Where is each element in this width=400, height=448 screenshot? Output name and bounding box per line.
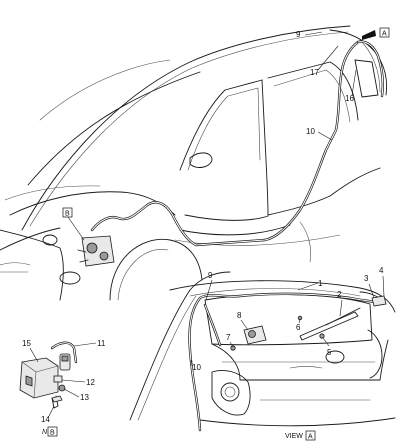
callout-7: 7 (226, 333, 231, 342)
upper-callouts: 9 17 16 10 (296, 30, 357, 141)
callout-12: 12 (86, 378, 95, 387)
view-b-caption: N B (42, 426, 58, 437)
callout-6: 6 (296, 323, 301, 332)
view-b-letter: B (65, 211, 70, 218)
callout-15: 15 (22, 339, 31, 348)
view-a-caption-text: VIEW (285, 433, 303, 440)
view-a-caption: VIEW A (285, 430, 316, 441)
callout-2: 2 (337, 290, 342, 299)
view-b-caption-letter: B (50, 430, 55, 437)
callout-14: 14 (41, 415, 50, 424)
view-a-arrow: A (362, 27, 390, 40)
view-b-caption-prefix: N (42, 429, 48, 436)
callout-5: 5 (327, 348, 332, 357)
callout-11: 11 (97, 339, 106, 348)
washer-hose-upper (90, 40, 384, 247)
washer-hose-rear (188, 292, 382, 432)
rear-washer-parts (230, 295, 387, 351)
reservoir-detail (19, 341, 78, 409)
callout-1: 1 (318, 279, 323, 288)
vehicle-body-outline (0, 25, 387, 301)
callout-8: 8 (237, 311, 242, 320)
view-b-marker: B (62, 207, 85, 241)
rear-vehicle-outline (129, 271, 396, 427)
callout-10-rear: 10 (192, 363, 201, 372)
view-a-letter: A (308, 434, 313, 441)
arrow-a-letter: A (382, 31, 387, 38)
callout-4: 4 (379, 266, 384, 275)
callout-9-rear: 9 (208, 271, 213, 280)
callout-17: 17 (310, 68, 319, 77)
washer-reservoir-upper (77, 235, 115, 267)
callout-10-upper: 10 (306, 127, 315, 136)
callout-9-upper: 9 (296, 30, 301, 39)
reservoir-callouts: 15 11 12 13 14 (22, 339, 106, 424)
callout-13: 13 (80, 393, 89, 402)
callout-3: 3 (364, 274, 369, 283)
callout-16: 16 (345, 94, 354, 103)
rear-callouts: 9 1 2 3 4 5 6 7 8 10 (190, 266, 385, 372)
